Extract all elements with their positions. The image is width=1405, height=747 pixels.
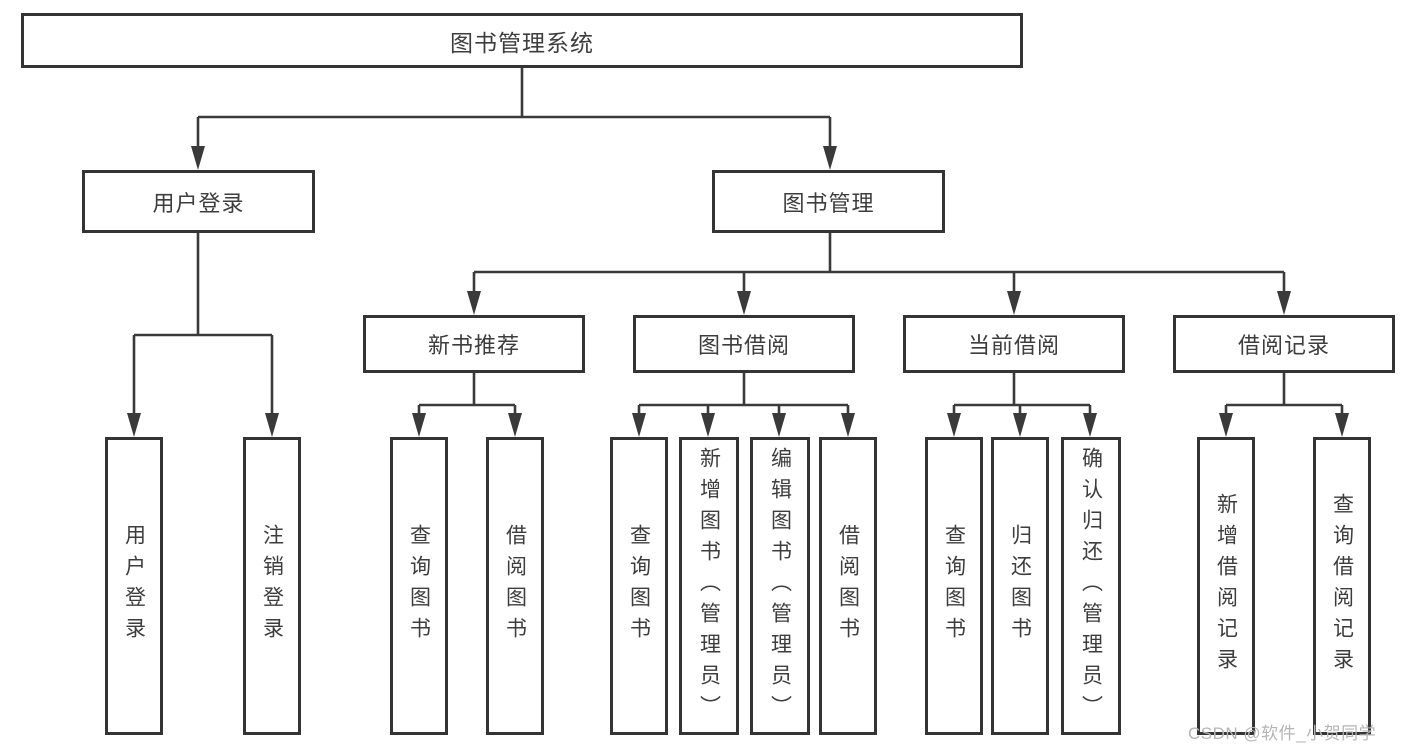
node-current-borrow: 当前借阅 — [903, 315, 1125, 373]
node-book-management: 图书管理 — [712, 170, 945, 233]
node-library-management-system: 图书管理系统 — [21, 13, 1023, 68]
csdn-watermark: CSDN @软件_小贺同学 — [1188, 724, 1377, 743]
leaf-query-books-recommend-label: 查询图书 — [407, 524, 431, 648]
leaf-query-books-borrow-label: 查询图书 — [627, 524, 651, 648]
leaf-query-borrow-record-label: 查询借阅记录 — [1330, 493, 1354, 679]
leaf-user-login: 用户登录 — [105, 437, 163, 735]
leaf-return-books: 归还图书 — [991, 437, 1049, 735]
node-borrow-records: 借阅记录 — [1173, 315, 1395, 373]
leaf-add-borrow-record-label: 新增借阅记录 — [1214, 493, 1238, 679]
node-book-borrow: 图书借阅 — [633, 315, 855, 373]
leaf-add-books-admin: 新增图书（管理员） — [679, 437, 739, 735]
leaf-edit-books-admin: 编辑图书（管理员） — [750, 437, 810, 735]
leaf-borrow-books-label: 借阅图书 — [836, 524, 860, 648]
leaf-query-books-recommend: 查询图书 — [390, 437, 448, 735]
node-new-book-recommend: 新书推荐 — [363, 315, 585, 373]
leaf-return-books-label: 归还图书 — [1008, 524, 1032, 648]
leaf-add-books-admin-label: 新增图书（管理员） — [697, 446, 721, 726]
leaf-borrow-books-recommend-label: 借阅图书 — [503, 524, 527, 648]
leaf-add-borrow-record: 新增借阅记录 — [1197, 437, 1255, 735]
leaf-logout-label: 注销登录 — [260, 524, 284, 648]
leaf-logout: 注销登录 — [243, 437, 301, 735]
leaf-user-login-label: 用户登录 — [122, 524, 146, 648]
leaf-confirm-return-admin-label: 确认归还（管理员） — [1079, 446, 1103, 726]
leaf-query-books-current-label: 查询图书 — [942, 524, 966, 648]
leaf-query-books-current: 查询图书 — [925, 437, 983, 735]
leaf-query-books-borrow: 查询图书 — [610, 437, 668, 735]
leaf-confirm-return-admin: 确认归还（管理员） — [1061, 437, 1121, 735]
leaf-query-borrow-record: 查询借阅记录 — [1313, 437, 1371, 735]
leaf-borrow-books-recommend: 借阅图书 — [486, 437, 544, 735]
leaf-borrow-books: 借阅图书 — [819, 437, 877, 735]
node-user-login: 用户登录 — [82, 170, 315, 233]
leaf-edit-books-admin-label: 编辑图书（管理员） — [768, 446, 792, 726]
